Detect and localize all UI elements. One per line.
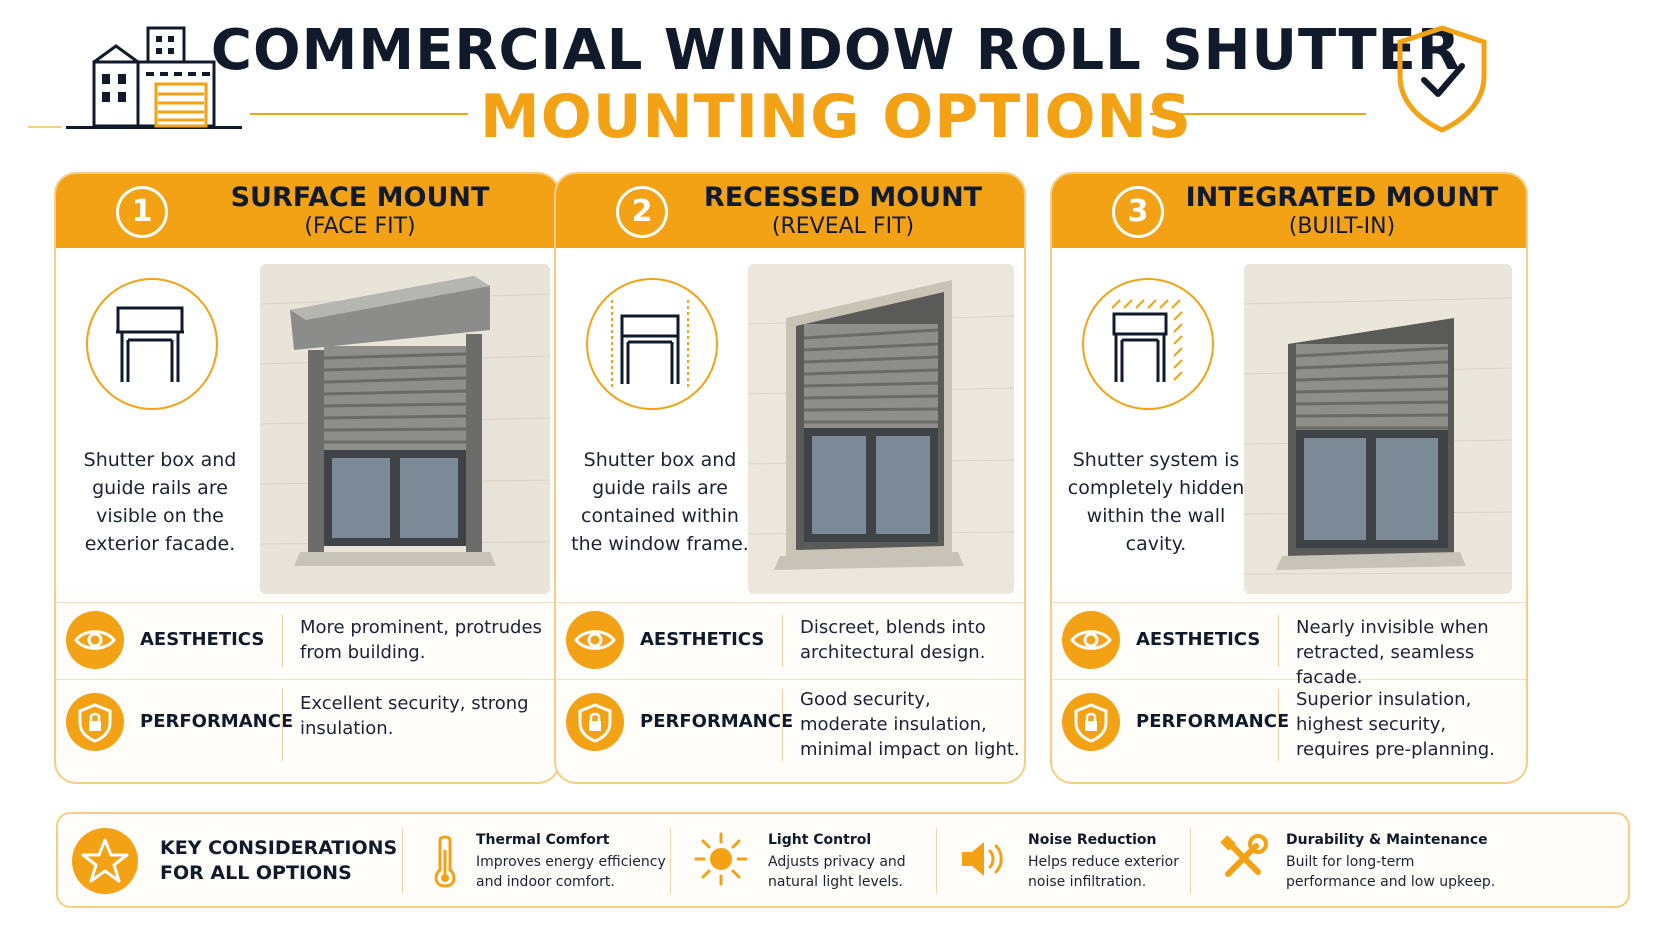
diagram-circle [1082,278,1214,410]
header: COMMERCIAL WINDOW ROLL SHUTTER MOUNTING … [0,0,1672,165]
attribute-performance: PERFORMANCE Excellent security, strong i… [56,679,558,775]
star-icon [81,838,129,883]
card-title: SURFACE MOUNT [230,182,490,213]
attribute-text: Superior insulation, highest security, r… [1296,689,1495,760]
card-title: INTEGRATED MOUNT [1185,182,1499,213]
consideration-title: Noise Reduction [1028,832,1157,848]
card-recessed-mount: 2 RECESSED MOUNT (REVEAL FIT) Shutter bo… [554,172,1026,784]
attribute-divider [282,689,283,761]
attribute-divider [782,689,783,761]
footer-divider [402,828,403,894]
star-icon-badge [72,828,138,894]
tools-icon [1220,834,1268,877]
consideration-text: Adjusts privacy and natural light levels… [768,854,906,890]
diagram-circle [586,278,718,410]
eye-icon-badge [1062,611,1120,669]
header-rule-left [250,113,468,115]
consideration-durability: Durability & Maintenance Built for long-… [1214,814,1614,906]
attribute-text: More prominent, protrudes from building. [300,617,542,663]
option-number: 3 [1112,186,1164,238]
surface-mount-photo [260,264,550,594]
attribute-label: PERFORMANCE [640,711,794,732]
diagram-circle [86,278,218,410]
attribute-aesthetics: AESTHETICS Nearly invisible when retract… [1052,602,1526,688]
recessed-mount-diagram-icon [611,300,689,388]
attribute-divider [1278,615,1279,667]
integrated-mount-diagram-icon [1111,299,1183,382]
shield-lock-icon [578,703,612,743]
eye-icon [574,630,616,650]
shield-lock-icon-badge [1062,693,1120,751]
footer-divider [670,828,671,894]
eye-icon-badge [566,611,624,669]
card-header: 1 SURFACE MOUNT (FACE FIT) [56,174,558,248]
sun-icon [694,832,748,886]
consideration-title: Light Control [768,832,872,848]
attribute-divider [1278,689,1279,761]
attribute-aesthetics: AESTHETICS More prominent, protrudes fro… [56,602,558,680]
attribute-performance: PERFORMANCE Good security, moderate insu… [556,679,1024,775]
card-subtitle: (REVEAL FIT) [771,214,915,239]
attribute-divider [282,615,283,667]
surface-mount-diagram-icon [116,306,184,382]
consideration-text: Built for long-term performance and low … [1286,854,1496,890]
eye-icon [74,630,116,650]
attribute-divider [782,615,783,667]
card-description: Shutter box and guide rails are containe… [571,449,749,555]
page-subtitle: MOUNTING OPTIONS [480,82,1192,152]
shield-lock-icon-badge [66,693,124,751]
consideration-text: Helps reduce exterior noise infiltration… [1028,854,1179,890]
shield-lock-icon-badge [566,693,624,751]
shield-check-icon [1397,25,1487,133]
card-header: 3 INTEGRATED MOUNT (BUILT-IN) [1052,174,1526,248]
attribute-text: Excellent security, strong insulation. [300,693,529,739]
key-considerations-title: KEY CONSIDERATIONS FOR ALL OPTIONS [160,837,398,884]
attribute-label: AESTHETICS [140,629,265,650]
attribute-label: PERFORMANCE [1136,711,1290,732]
attribute-label: AESTHETICS [1136,629,1261,650]
consideration-title: Thermal Comfort [476,832,610,848]
card-header: 2 RECESSED MOUNT (REVEAL FIT) [556,174,1024,248]
page-title: COMMERCIAL WINDOW ROLL SHUTTER [210,18,1462,83]
card-body: Shutter box and guide rails are containe… [556,248,1024,594]
shield-lock-icon [78,703,112,743]
speaker-icon [962,842,1003,876]
consideration-text: Improves energy efficiency and indoor co… [476,854,666,890]
consideration-title: Durability & Maintenance [1286,832,1488,848]
key-considerations-footer: KEY CONSIDERATIONS FOR ALL OPTIONS Therm… [56,812,1630,908]
card-subtitle: (BUILT-IN) [1288,214,1396,239]
attribute-label: PERFORMANCE [140,711,294,732]
thermometer-icon [434,835,456,888]
card-body: Shutter system is completely hidden with… [1052,248,1526,594]
consideration-light: Light Control Adjusts privacy and natura… [692,814,932,906]
option-number: 1 [116,186,168,238]
shield-lock-icon [1074,703,1108,743]
footer-divider [936,828,937,894]
attribute-text: Good security, moderate insulation, mini… [800,689,1020,760]
card-title: RECESSED MOUNT [703,182,983,213]
attribute-text: Discreet, blends into architectural desi… [800,617,986,663]
card-subtitle: (FACE FIT) [304,214,416,239]
attribute-aesthetics: AESTHETICS Discreet, blends into archite… [556,602,1024,680]
card-body: Shutter box and guide rails are visible … [56,248,558,594]
attribute-text: Nearly invisible when retracted, seamles… [1296,617,1489,688]
commercial-building-icon [92,26,216,128]
card-surface-mount: 1 SURFACE MOUNT (FACE FIT) Shutter box a… [54,172,560,784]
footer-divider [1190,828,1191,894]
card-description: Shutter box and guide rails are visible … [83,449,237,555]
integrated-mount-photo [1244,264,1512,594]
recessed-mount-photo [748,264,1014,594]
eye-icon-badge [66,611,124,669]
option-number: 2 [616,186,668,238]
header-rule-right [1150,113,1366,115]
attribute-performance: PERFORMANCE Superior insulation, highest… [1052,679,1526,775]
card-description: Shutter system is completely hidden with… [1067,449,1245,555]
attribute-label: AESTHETICS [640,629,765,650]
card-integrated-mount: 3 INTEGRATED MOUNT (BUILT-IN) [1050,172,1528,784]
eye-icon [1070,630,1112,650]
consideration-thermal: Thermal Comfort Improves energy efficien… [428,814,678,906]
header-left-dash [28,126,62,128]
consideration-noise: Noise Reduction Helps reduce exterior no… [958,814,1198,906]
